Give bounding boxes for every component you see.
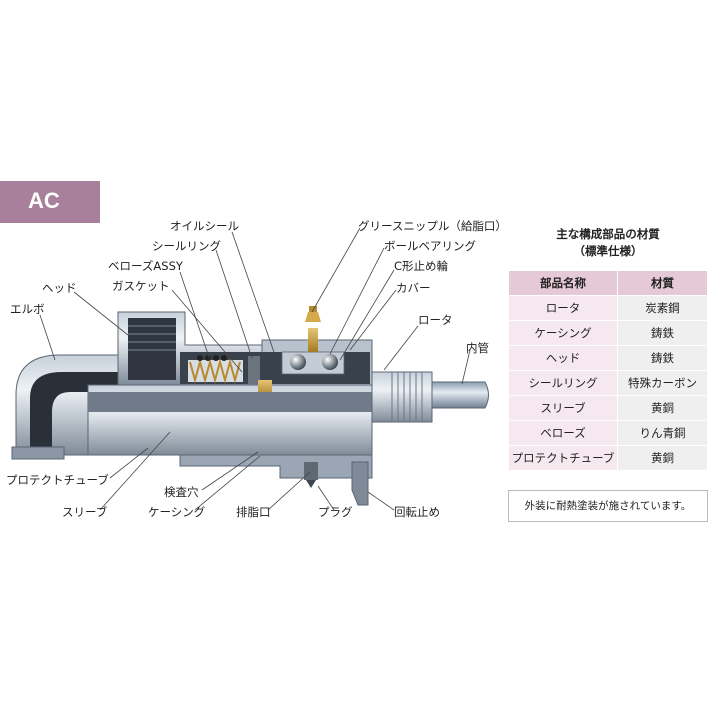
table-header-row: 部品名称 材質 bbox=[508, 270, 708, 296]
table-row: ロータ 炭素鋼 bbox=[508, 295, 708, 321]
cell-part-name: ケーシング bbox=[508, 320, 618, 346]
material-table-title-line2: （標準仕様） bbox=[573, 244, 643, 258]
material-table: 部品名称 材質 ロータ 炭素鋼 ケーシング 鋳鉄 ヘッド 鋳鉄 シールリング 特… bbox=[508, 270, 708, 471]
table-row: ケーシング 鋳鉄 bbox=[508, 320, 708, 346]
cell-part-name: ロータ bbox=[508, 295, 618, 321]
label-head: ヘッド bbox=[42, 281, 77, 295]
label-oil-seal: オイルシール bbox=[170, 219, 239, 233]
label-gasket: ガスケット bbox=[112, 279, 170, 293]
label-drain: 排脂口 bbox=[236, 505, 271, 519]
label-cover: カバー bbox=[396, 281, 431, 295]
material-table-title-line1: 主な構成部品の材質 bbox=[556, 227, 660, 241]
table-row: ヘッド 鋳鉄 bbox=[508, 345, 708, 371]
cell-part-name: スリーブ bbox=[508, 395, 618, 421]
material-table-title: 主な構成部品の材質 （標準仕様） bbox=[508, 226, 708, 260]
header-part-name: 部品名称 bbox=[508, 270, 618, 296]
protect-tube-part bbox=[88, 392, 388, 412]
grease-nipple-part bbox=[305, 306, 321, 352]
bellows-part bbox=[188, 355, 243, 384]
cell-part-name: シールリング bbox=[508, 370, 618, 396]
plug-part bbox=[304, 462, 318, 488]
label-anti-rotation: 回転止め bbox=[394, 505, 440, 519]
label-inspection-hole: 検査穴 bbox=[164, 485, 199, 499]
cell-material: 黄銅 bbox=[617, 395, 708, 421]
cell-part-name: プロテクトチューブ bbox=[508, 445, 618, 471]
cell-material: 炭素鋼 bbox=[617, 295, 708, 321]
ball-bearing-part bbox=[281, 351, 345, 375]
label-protect-tube: プロテクトチューブ bbox=[6, 473, 109, 487]
label-bellows-assy: ベローズASSY bbox=[108, 259, 184, 273]
rotor-part bbox=[371, 371, 433, 423]
leader-lines bbox=[39, 227, 471, 511]
cell-material: 鋳鉄 bbox=[617, 320, 708, 346]
label-ball-bearing: ボールベアリング bbox=[384, 239, 476, 253]
inner-pipe-part bbox=[431, 381, 489, 409]
label-c-ring: C形止め輪 bbox=[394, 259, 449, 273]
label-seal-ring: シールリング bbox=[152, 239, 221, 253]
label-rotor: ロータ bbox=[418, 313, 453, 327]
table-row: プロテクトチューブ 黄銅 bbox=[508, 445, 708, 471]
label-plug: プラグ bbox=[318, 505, 353, 519]
anti-rotation-part bbox=[351, 461, 369, 506]
header-material: 材質 bbox=[617, 270, 708, 296]
label-grease-nipple: グリースニップル（給脂口） bbox=[358, 219, 507, 233]
table-row: スリーブ 黄銅 bbox=[508, 395, 708, 421]
cell-material: 黄銅 bbox=[617, 445, 708, 471]
model-badge: AC bbox=[0, 181, 100, 221]
label-elbow: エルボ bbox=[10, 302, 45, 316]
label-inner-pipe: 内管 bbox=[466, 341, 489, 355]
coating-note: 外装に耐熱塗装が施されています。 bbox=[508, 490, 708, 522]
label-casing: ケーシング bbox=[148, 505, 206, 519]
table-row: ベローズ りん青銅 bbox=[508, 420, 708, 446]
cell-part-name: ヘッド bbox=[508, 345, 618, 371]
table-row: シールリング 特殊カーボン bbox=[508, 370, 708, 396]
cell-material: りん青銅 bbox=[617, 420, 708, 446]
cell-material: 特殊カーボン bbox=[617, 370, 708, 396]
cell-part-name: ベローズ bbox=[508, 420, 618, 446]
cell-material: 鋳鉄 bbox=[617, 345, 708, 371]
label-sleeve: スリーブ bbox=[62, 505, 108, 519]
badge-underline bbox=[0, 221, 100, 223]
seal-ring-part bbox=[248, 356, 260, 384]
